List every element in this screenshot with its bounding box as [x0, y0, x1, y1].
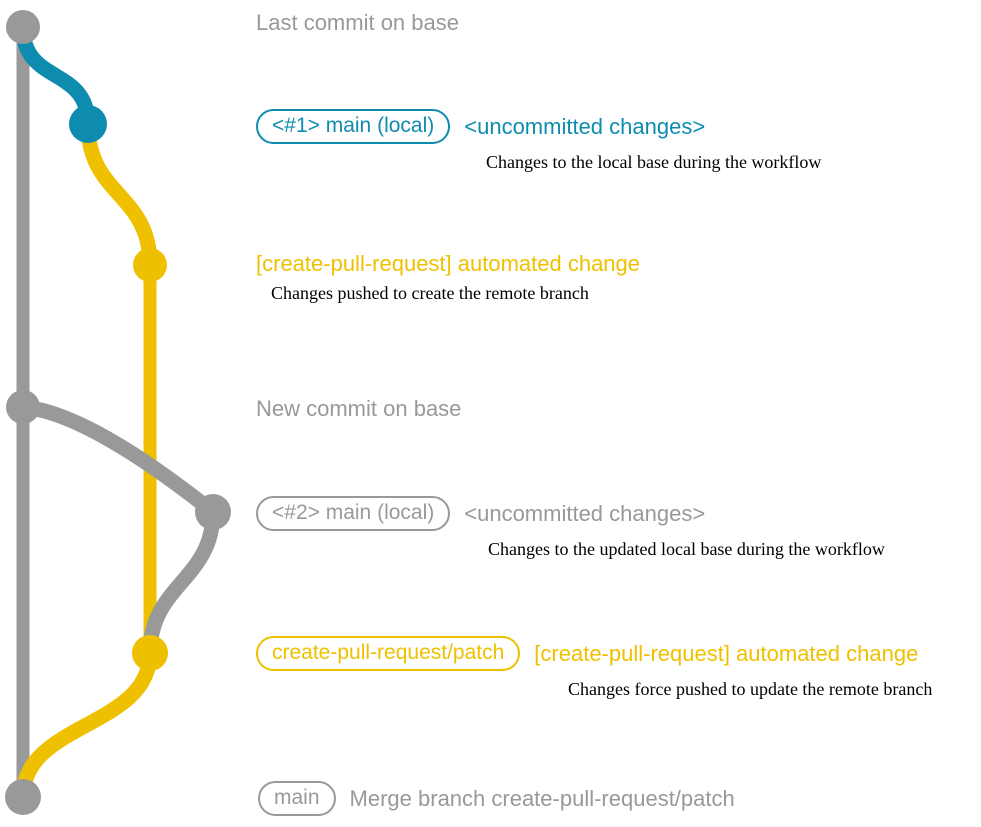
annotation-line: create-pull-request/patch [create-pull-r… [256, 636, 918, 671]
commit-description: Changes to the updated local base during… [488, 539, 885, 559]
annotation-merge-commit: main Merge branch create-pull-request/pa… [258, 781, 735, 816]
annotation-remote-commit-1: [create-pull-request] automated change C… [256, 253, 640, 303]
commit-node-base-merge[interactable] [5, 779, 41, 815]
annotation-line: Last commit on base [256, 12, 459, 34]
annotation-line: <#1> main (local) <uncommitted changes> [256, 109, 705, 144]
commit-subject: Last commit on base [256, 10, 459, 35]
annotation-remote-commit-2: create-pull-request/patch [create-pull-r… [256, 636, 932, 698]
commit-subject: [create-pull-request] automated change [256, 251, 641, 276]
commit-subject: New commit on base [256, 396, 462, 421]
commit-node-local-1[interactable] [69, 105, 107, 143]
commit-subject: [create-pull-request] automated change [534, 640, 919, 666]
annotation-local-commit-1: <#1> main (local) <uncommitted changes> … [256, 109, 821, 171]
annotation-new-commit-on-base: New commit on base [256, 398, 461, 420]
updated-local-branch-line [15, 399, 221, 520]
commit-node-base-new[interactable] [6, 390, 40, 424]
commit-description: Changes to the local base during the wor… [486, 152, 822, 172]
commit-subject: Merge branch create-pull-request/patch [349, 785, 735, 811]
commit-description: Changes force pushed to update the remot… [568, 679, 933, 699]
annotation-line: main Merge branch create-pull-request/pa… [258, 781, 735, 816]
branch-pill-main[interactable]: main [258, 781, 336, 816]
branch-pill-main-local-1[interactable]: <#1> main (local) [256, 109, 451, 144]
branch-pill-create-pull-request-patch[interactable]: create-pull-request/patch [256, 636, 521, 671]
commit-subject: <uncommitted changes> [464, 113, 706, 139]
commit-node-local-2[interactable] [195, 494, 231, 530]
annotation-local-commit-2: <#2> main (local) <uncommitted changes> … [256, 496, 885, 558]
remote-branch-line-upper [80, 116, 158, 273]
updated-local-to-remote-line [142, 504, 221, 661]
annotation-line: New commit on base [256, 398, 461, 420]
commit-subject: <uncommitted changes> [464, 500, 706, 526]
commit-node-remote-2[interactable] [132, 635, 168, 671]
annotation-line: [create-pull-request] automated change [256, 253, 640, 275]
merge-line [15, 645, 158, 805]
annotation-last-commit-on-base: Last commit on base [256, 12, 459, 34]
commit-node-remote-1[interactable] [133, 248, 167, 282]
commit-description: Changes pushed to create the remote bran… [271, 283, 589, 303]
commit-graph [5, 10, 231, 815]
commit-node-base-last[interactable] [6, 10, 40, 44]
branch-pill-main-local-2[interactable]: <#2> main (local) [256, 496, 451, 531]
annotation-line: <#2> main (local) <uncommitted changes> [256, 496, 705, 531]
